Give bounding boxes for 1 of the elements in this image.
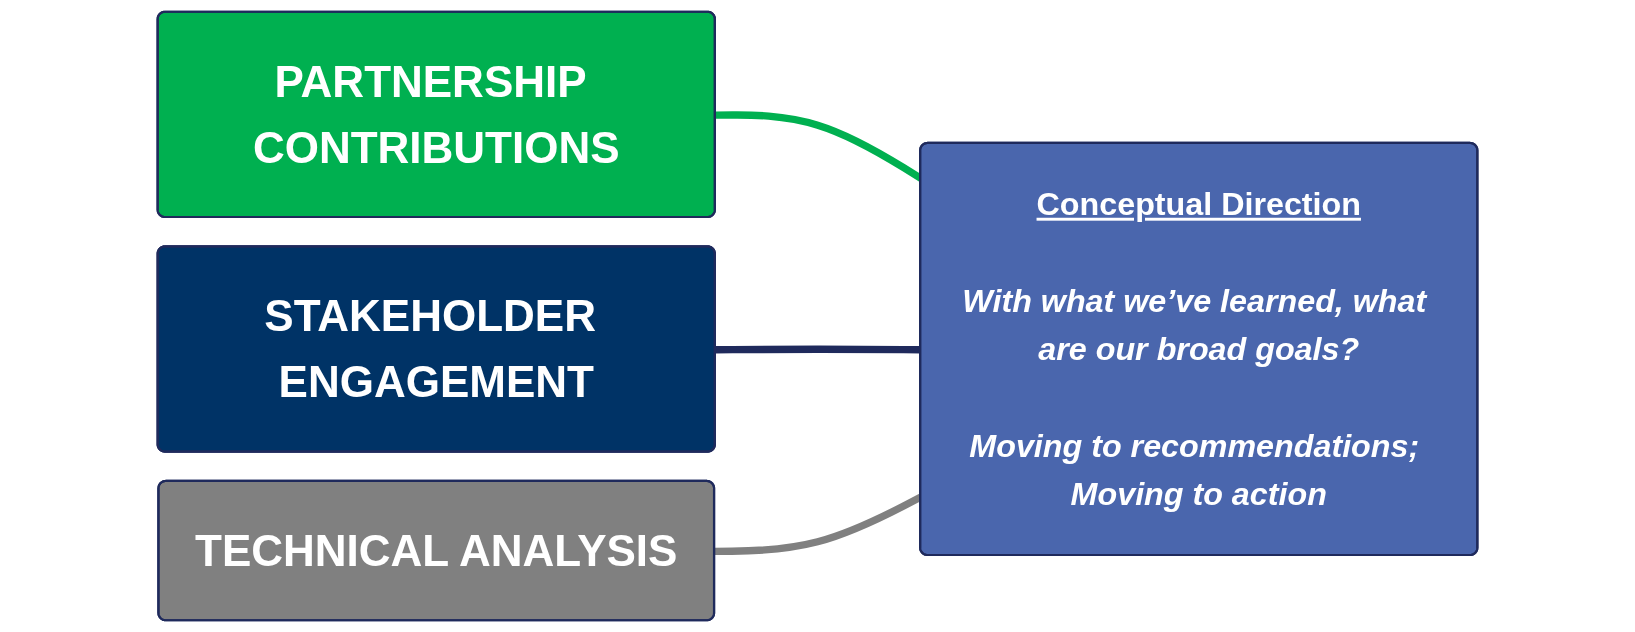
connector	[715, 345, 921, 354]
